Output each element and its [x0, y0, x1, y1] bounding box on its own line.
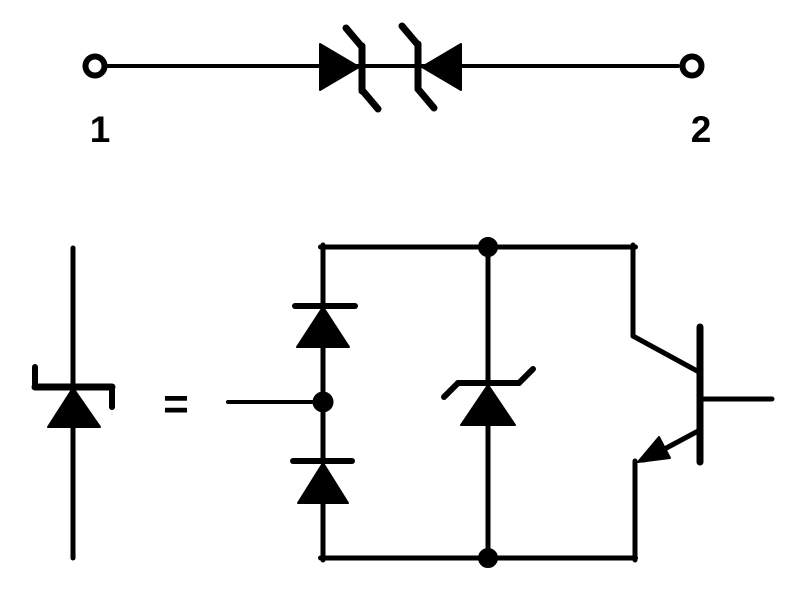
cathode-hook-top	[342, 24, 366, 51]
terminal-2-label: 2	[691, 109, 712, 150]
emitter-arrowhead	[637, 436, 671, 463]
diode-triangle	[47, 387, 101, 428]
zener-hook-right	[516, 366, 536, 386]
tvs-zener-symbol-icon	[31, 245, 116, 561]
diode-top-triangle	[296, 306, 350, 348]
diode-triangle	[421, 43, 462, 91]
terminal-1-label: 1	[90, 109, 111, 150]
zener-diode-right-icon	[398, 22, 462, 112]
zener-diode-left-icon	[319, 24, 382, 113]
cathode-hook-top	[398, 22, 422, 49]
terminal-2-circle	[679, 53, 705, 79]
junction-dot-port	[312, 391, 334, 413]
diode-bottom-triangle	[297, 462, 349, 504]
zener-branch	[441, 237, 536, 568]
top-tvs-symbol: 1 2	[82, 22, 712, 150]
transistor-branch	[630, 242, 775, 563]
equals-sign: =	[163, 380, 189, 429]
junction-dot-bottom	[478, 548, 498, 568]
junction-dot-top	[478, 237, 498, 257]
cathode-hook-bottom	[414, 85, 438, 112]
terminal-1-circle	[82, 53, 108, 79]
zener-hook-left	[441, 380, 461, 400]
diode-triangle	[319, 43, 360, 91]
equivalent-circuit	[226, 237, 775, 568]
zener-triangle	[460, 384, 516, 426]
collector-diagonal	[630, 333, 702, 375]
series-diode-branch	[290, 242, 358, 563]
cathode-hook-bottom	[358, 86, 382, 113]
